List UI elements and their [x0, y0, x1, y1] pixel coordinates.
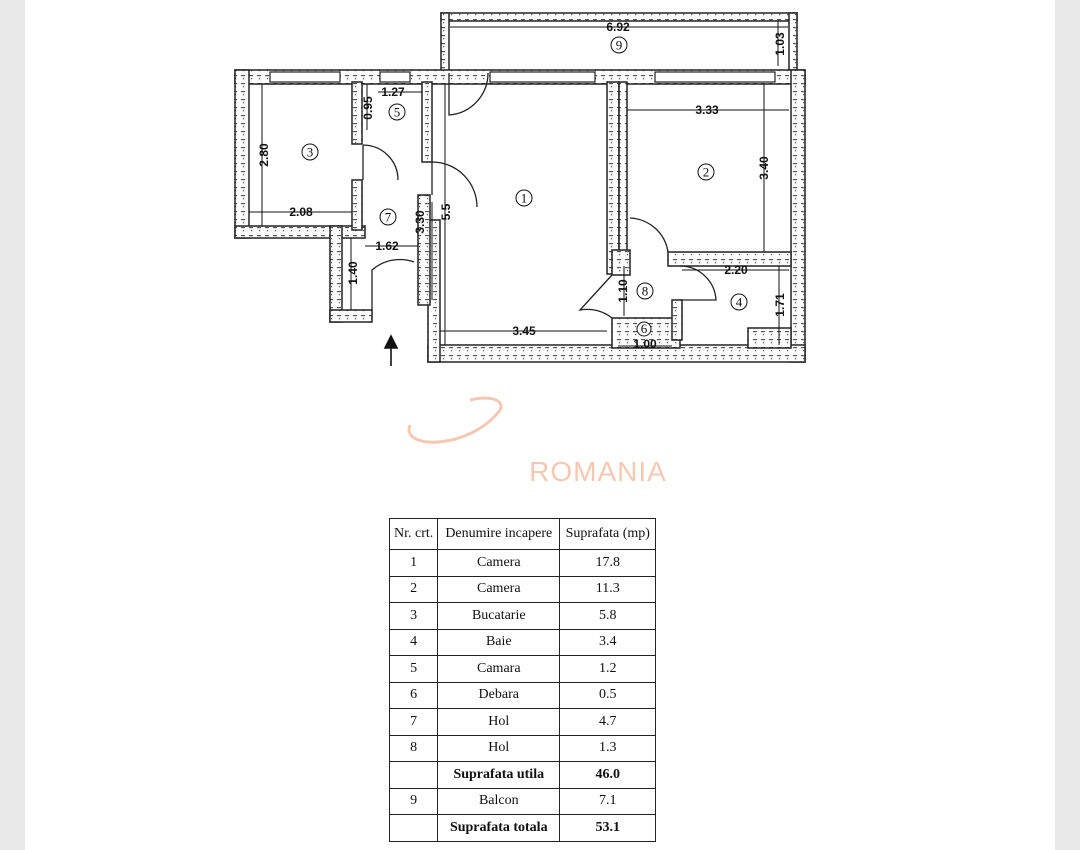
cell-area: 1.2	[559, 655, 657, 683]
cell-nr: 5	[388, 655, 439, 683]
cell-name: Suprafata totala	[437, 814, 561, 842]
cell-area: 4.7	[559, 708, 657, 736]
dim-room1-height: 5.5	[439, 203, 453, 220]
watermark-logo-icon	[407, 396, 503, 444]
room-number-6: 6	[641, 321, 648, 336]
dim-room3-height: 2.80	[257, 143, 271, 167]
dim-closet-width: 1.00	[633, 337, 657, 351]
cell-nr: 7	[388, 708, 439, 736]
room-number-2: 2	[703, 165, 710, 180]
cell-nr: 9	[388, 787, 439, 815]
cell-area: 7.1	[559, 787, 657, 815]
room-number-8: 8	[642, 284, 649, 299]
cell-nr: 8	[388, 734, 439, 762]
room-number-labels: 1 2 3 4 5 6 7 8 9	[307, 38, 743, 337]
header-area: Suprafata (mp)	[559, 518, 657, 550]
table-header-row: Nr. crt. Denumire incapere Suprafata (mp…	[388, 518, 657, 550]
dim-bath-width: 2.20	[724, 263, 748, 277]
dimension-lines	[249, 21, 789, 347]
room-number-9: 9	[616, 38, 623, 53]
dim-balcony-length: 6.92	[606, 20, 630, 34]
dim-room3-width: 2.08	[289, 205, 313, 219]
dim-hall-width: 1.62	[375, 239, 399, 253]
cell-nr: 1	[388, 549, 439, 577]
cell-name: Balcon	[437, 787, 561, 815]
cell-area: 17.8	[559, 549, 657, 577]
dim-entry-depth: 1.40	[346, 261, 360, 285]
walls	[234, 12, 806, 363]
dim-balcony-depth: 1.03	[773, 32, 787, 56]
dimension-labels: 6.92 1.03 3.33 3.40 2.80 2.08 1.27 0.95 …	[257, 20, 787, 351]
cell-area: 46.0	[559, 761, 657, 789]
header-name: Denumire incapere	[437, 518, 561, 550]
cell-nr: 2	[388, 575, 439, 603]
cell-area: 5.8	[559, 602, 657, 630]
cell-nr	[388, 814, 439, 842]
cell-name: Hol	[437, 734, 561, 762]
cell-name: Camera	[437, 575, 561, 603]
cell-name: Bucatarie	[437, 602, 561, 630]
cell-area: 53.1	[559, 814, 657, 842]
cell-nr: 4	[388, 628, 439, 656]
watermark-text: ROMANIA	[529, 456, 667, 487]
cell-name: Camera	[437, 549, 561, 577]
cell-area: 11.3	[559, 575, 657, 603]
dim-room2-width: 3.33	[695, 103, 719, 117]
dim-storage-width: 1.27	[381, 85, 405, 99]
cell-nr	[388, 761, 439, 789]
cell-area: 0.5	[559, 681, 657, 709]
room-number-4: 4	[736, 295, 743, 310]
dim-bath-height: 1.71	[773, 293, 787, 317]
windows	[269, 71, 776, 83]
cell-nr: 3	[388, 602, 439, 630]
room-number-5: 5	[394, 105, 401, 120]
room-number-7: 7	[385, 210, 392, 225]
room-markers	[301, 36, 748, 337]
cell-area: 1.3	[559, 734, 657, 762]
dim-hall-height: 3.30	[413, 210, 427, 234]
cell-name: Suprafata utila	[437, 761, 561, 789]
floor-plan: 6.92 1.03 3.33 3.40 2.80 2.08 1.27 0.95 …	[234, 12, 806, 487]
dim-hall2-height: 1.10	[616, 279, 630, 303]
cell-name: Baie	[437, 628, 561, 656]
cell-area: 3.4	[559, 628, 657, 656]
dim-room2-height: 3.40	[757, 156, 771, 180]
cell-name: Hol	[437, 708, 561, 736]
entrance-arrow-icon	[383, 334, 399, 366]
room-number-3: 3	[307, 145, 314, 160]
doors	[362, 72, 717, 319]
cell-name: Debara	[437, 681, 561, 709]
document-page: 6.92 1.03 3.33 3.40 2.80 2.08 1.27 0.95 …	[25, 0, 1055, 850]
dim-room1-width: 3.45	[512, 324, 536, 338]
watermark: ROMANIA	[407, 396, 667, 487]
area-table: Nr. crt. Denumire incapere Suprafata (mp…	[388, 518, 657, 842]
cell-nr: 6	[388, 681, 439, 709]
header-nr: Nr. crt.	[388, 518, 439, 550]
cell-name: Camara	[437, 655, 561, 683]
room-number-1: 1	[521, 191, 528, 206]
dim-storage-depth: 0.95	[361, 96, 375, 120]
